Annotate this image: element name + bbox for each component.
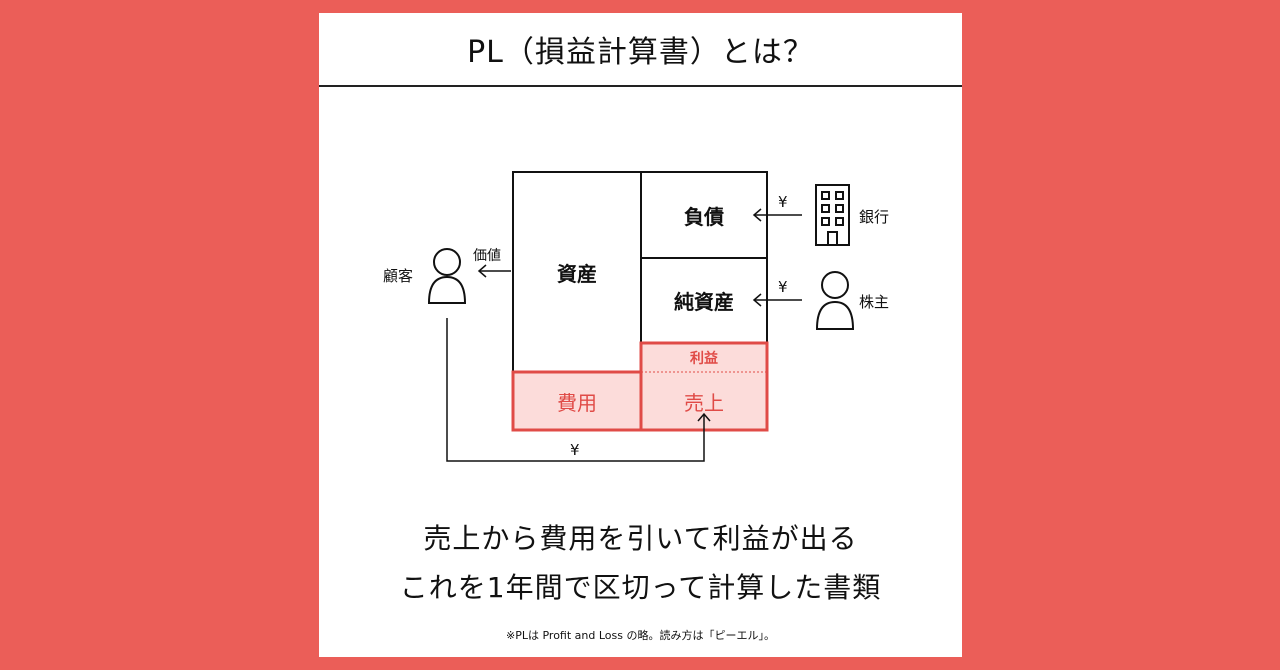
value-arrow xyxy=(477,264,511,278)
value-label: 価値 xyxy=(473,248,501,264)
net-assets-label: 純資産 xyxy=(674,290,734,314)
profit-label: 利益 xyxy=(690,350,718,367)
assets-label: 資産 xyxy=(557,261,597,286)
shareholder-label: 株主 xyxy=(859,293,890,311)
bank-label: 銀行 xyxy=(859,208,890,226)
page-title: PL（損益計算書）とは？ xyxy=(319,13,962,87)
payment-flow-arrow xyxy=(446,318,711,462)
bank-arrow xyxy=(752,208,802,222)
caption-line-1: 売上から費用を引いて利益が出る xyxy=(423,522,858,555)
shareholder-person-icon xyxy=(815,271,855,330)
customer-person-icon xyxy=(427,248,467,304)
pl-diagram xyxy=(427,171,855,462)
footnote: ※PLは Profit and Loss の略。読み方は「ピーエル」。 xyxy=(506,629,775,642)
yen-bank-label: ¥ xyxy=(778,193,788,211)
customer-label: 顧客 xyxy=(383,267,414,285)
expenses-label: 費用 xyxy=(557,390,597,415)
shareholder-arrow xyxy=(752,293,802,307)
yen-payment-label: ¥ xyxy=(570,441,580,459)
bank-building-icon xyxy=(815,184,850,246)
yen-shareholder-label: ¥ xyxy=(778,278,788,296)
liabilities-label: 負債 xyxy=(684,204,724,229)
sales-label: 売上 xyxy=(684,390,724,415)
expenses-fill xyxy=(513,372,641,430)
caption-line-2: これを1年間で区切って計算した書類 xyxy=(399,571,882,604)
card: PL（損益計算書）とは？ xyxy=(319,13,962,657)
